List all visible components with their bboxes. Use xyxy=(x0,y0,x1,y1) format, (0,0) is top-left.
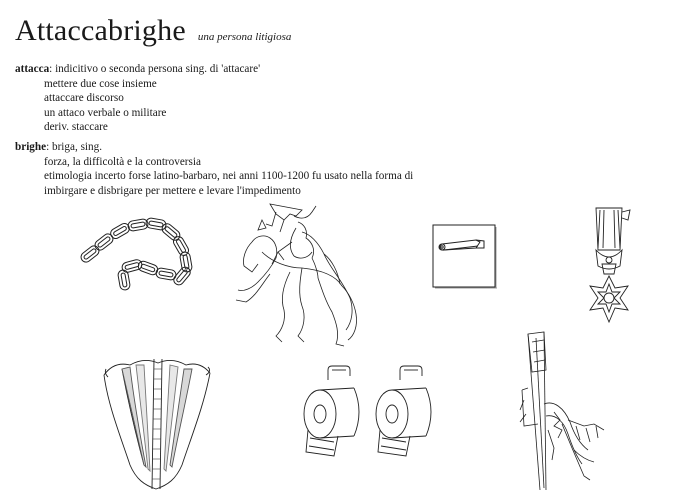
page-subtitle: una persona litigiosa xyxy=(197,31,292,43)
definition-text: : indicitivo o seconda persona sing. di … xyxy=(49,63,261,75)
definition-line: etimologia incerto forse latino-barbaro,… xyxy=(44,170,414,183)
definition-line: mettere due cose insieme xyxy=(44,77,157,90)
definition-line: attaccare discorso xyxy=(44,92,124,105)
definition-attacca: attacca: indicitivo o seconda persona si… xyxy=(15,62,413,135)
medal-icon xyxy=(584,206,634,330)
safety-pin-icon xyxy=(432,224,498,290)
term: brighe xyxy=(15,140,47,153)
definition-line: forza, la difficoltà e la controversia xyxy=(44,155,201,168)
definitions: attacca: indicitivo o seconda persona si… xyxy=(15,62,413,203)
title-row: Attaccabrighe una persona litigiosa xyxy=(15,14,291,48)
toilet-paper-icon xyxy=(298,366,438,462)
definition-line: un attaco verbale o militare xyxy=(44,106,167,119)
definition-text: : briga, sing. xyxy=(46,140,103,153)
definition-line: imbirgare e disbrigare per mettere e lev… xyxy=(44,184,301,197)
chain-icon xyxy=(78,214,216,296)
flag-bundle-icon xyxy=(514,330,612,492)
term: attacca xyxy=(15,63,50,75)
page-title: Attaccabrighe xyxy=(15,14,186,47)
horse-rider-icon xyxy=(232,202,364,350)
definition-line: deriv. staccare xyxy=(44,121,108,134)
definition-brighe: brighe: briga, sing. forza, la difficolt… xyxy=(15,140,413,198)
corset-icon xyxy=(100,355,214,491)
